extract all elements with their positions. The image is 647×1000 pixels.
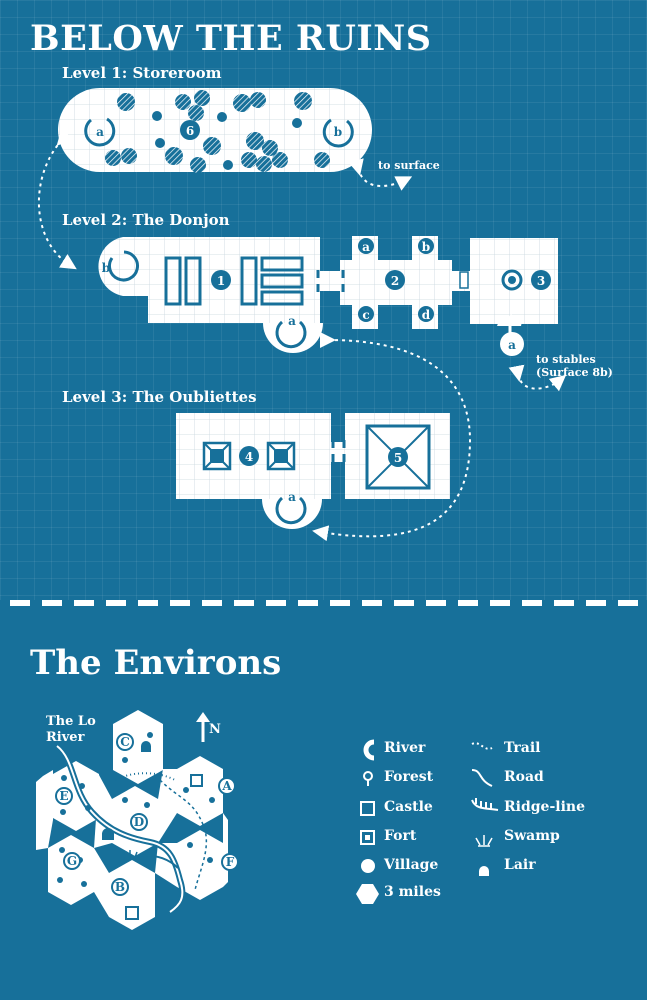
legend-fort: Fort [384, 828, 417, 844]
trail [159, 779, 207, 891]
room-3-marker: 3 [501, 269, 551, 291]
room-label-l2-a-stair: a [288, 314, 296, 328]
level-1-map: a 6 b [58, 88, 372, 173]
hex-label-e: E [59, 789, 68, 803]
connectors [37, 128, 567, 542]
stair-a-level3: a [275, 490, 307, 525]
swamp-icon [475, 835, 493, 847]
legend-forest: Forest [384, 769, 434, 785]
oubliette-pits [202, 441, 296, 471]
hex-label-d: D [134, 815, 144, 829]
swamp-marker [122, 850, 138, 861]
room-1-marker: 1 [211, 270, 231, 290]
hex-label-c: C [120, 735, 130, 749]
legend-road: Road [504, 769, 544, 785]
page-title: BELOW THE RUINS [30, 18, 432, 59]
room-label-l3-5: 5 [394, 451, 402, 465]
to-stables-note-line1: to stables [536, 353, 596, 366]
north-label: N [209, 722, 221, 737]
room-label-l1-b: b [334, 125, 342, 139]
level-3-title: Level 3: The Oubliettes [62, 388, 257, 406]
trail-icon [471, 742, 493, 750]
stair-b-level1: b [322, 118, 354, 148]
room-label-l1-6: 6 [186, 124, 194, 138]
village-icon [361, 859, 375, 873]
level-2-title: Level 2: The Donjon [62, 211, 230, 229]
hex-label-a: A [221, 779, 232, 793]
room-4-marker: 4 [239, 446, 259, 466]
hex-label-b: B [115, 880, 125, 894]
legend-river: River [384, 740, 426, 756]
room-2-marker: 2 a b c d [358, 238, 434, 322]
legend-village: Village [384, 857, 439, 873]
fort-marker [190, 774, 203, 787]
forest-icon [363, 771, 373, 786]
room-label-l2-d: d [422, 308, 431, 322]
room-label-l2-3: 3 [537, 274, 545, 288]
level-3-map: 4 5 a [176, 413, 450, 529]
rubble-passage: a [497, 314, 524, 356]
legend-icons [356, 739, 499, 904]
road [111, 854, 179, 871]
castle-marker [125, 906, 139, 920]
stair-a-level1: a [84, 117, 116, 147]
legend-hex: 3 miles [384, 884, 441, 900]
hex-label-f: F [226, 855, 235, 869]
castle-icon [360, 801, 375, 816]
level-2-map: b 1 a 2 a b c d [98, 236, 558, 356]
hex-icon [356, 884, 379, 904]
lair-marker [141, 741, 151, 752]
room-6-marker: 6 [180, 120, 200, 140]
ridge-line-icon [471, 798, 499, 811]
barrels [105, 90, 330, 173]
hex-label-g: G [67, 854, 77, 868]
legend-trail: Trail [504, 740, 541, 756]
ridge-line [114, 772, 176, 781]
river-name-label: The Lo River [46, 714, 96, 745]
road-icon [471, 769, 493, 787]
room-label-l2-b: b [102, 261, 110, 275]
legend-ridge-line: Ridge-line [504, 799, 585, 815]
lair-icon [479, 866, 489, 876]
room-label-l2-c: c [362, 308, 369, 322]
room-label-l2-2: 2 [391, 274, 399, 288]
legend-swamp: Swamp [504, 828, 560, 844]
river-icon [363, 739, 375, 761]
cells [164, 256, 304, 306]
legend-castle: Castle [384, 799, 433, 815]
hex-markers: A B C D E F G [55, 733, 239, 896]
room-label-l2-1: 1 [217, 274, 225, 288]
room-label-l3-4: 4 [245, 450, 253, 464]
legend-lair: Lair [504, 857, 536, 873]
room-label-l2-a: a [362, 240, 370, 254]
room-label-l2-stable-a: a [508, 338, 516, 352]
room-label-l1-a: a [96, 125, 104, 139]
room-5-pyramid: 5 [365, 424, 431, 490]
north-arrow-icon [196, 712, 210, 742]
room-label-l3-a: a [288, 490, 296, 504]
stair-a-level2: a [275, 314, 307, 349]
stair-b-level2: b [102, 250, 139, 282]
room-label-l2-b2: b [422, 240, 430, 254]
level-1-title: Level 1: Storeroom [62, 64, 222, 82]
environs-title: The Environs [30, 643, 282, 683]
fort-icon [360, 830, 375, 845]
